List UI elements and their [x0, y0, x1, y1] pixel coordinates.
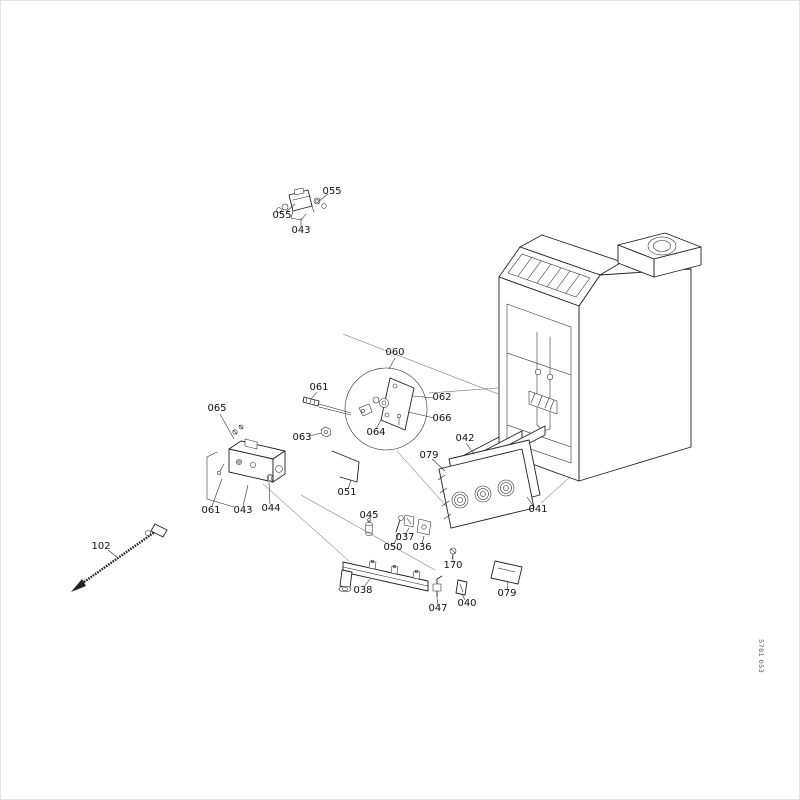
- clip-part: [403, 514, 415, 528]
- doc-number: 5781 053: [757, 639, 765, 673]
- flue-collar-icon: [647, 236, 677, 256]
- part-label-065: 065: [207, 403, 226, 414]
- part-label-041: 041: [528, 504, 547, 515]
- burner-port-icon: [451, 491, 469, 509]
- part-label-170: 170: [443, 560, 462, 571]
- flue-housing: [617, 232, 702, 278]
- bracket-079-part: [490, 560, 523, 585]
- part-label-060: 060: [385, 347, 404, 358]
- part-label-045: 045: [359, 510, 378, 521]
- part-label-079-burner: 079: [419, 450, 438, 461]
- part-label-061-injector: 061: [309, 382, 328, 393]
- pilot-valve-assembly: [276, 187, 327, 221]
- part-label-038: 038: [353, 585, 372, 596]
- part-label-102: 102: [91, 541, 110, 552]
- part-label-036: 036: [412, 542, 431, 553]
- part-label-055-pilot-left: 055: [272, 210, 291, 221]
- part-label-066: 066: [432, 413, 451, 424]
- burner-assembly: [437, 425, 546, 529]
- part-label-037: 037: [395, 532, 414, 543]
- support-bracket: [331, 450, 360, 483]
- valve-coil-icon: [244, 438, 258, 450]
- plate-part: [416, 518, 432, 536]
- part-label-051: 051: [337, 487, 356, 498]
- gas-valve-assembly: [206, 424, 286, 508]
- part-label-079-bracket: 079: [497, 588, 516, 599]
- burner-port-icon: [474, 485, 492, 503]
- part-label-047: 047: [428, 603, 447, 614]
- control-panel-window: [507, 253, 591, 298]
- part-labels: 055 055 043 060 061 062 066 063 064 065 …: [91, 186, 547, 614]
- screw-part: [395, 515, 404, 533]
- pilot-injector-icon: [358, 403, 373, 417]
- gas-manifold: [338, 559, 429, 593]
- part-label-061-valve: 061: [201, 505, 220, 516]
- arrowhead-icon: [71, 579, 86, 592]
- ignition-electrode-part: [432, 575, 443, 598]
- part-label-055-pilot-right: 055: [322, 186, 341, 197]
- pilot-detail-circle: [344, 367, 428, 451]
- pilot-tube-parts: [302, 396, 352, 438]
- part-label-062: 062: [432, 392, 451, 403]
- thermocouple-lead: [71, 523, 168, 592]
- sensor-part: [455, 579, 468, 596]
- manifold-injector-icon: [412, 570, 421, 580]
- part-label-044: 044: [261, 503, 280, 514]
- part-label-064: 064: [366, 427, 385, 438]
- valve-outlet-port-icon: [275, 465, 283, 473]
- burner-port-icon: [497, 479, 515, 497]
- boiler-cabinet: [498, 232, 702, 482]
- part-label-042: 042: [455, 433, 474, 444]
- manifold-injector-icon: [390, 565, 399, 575]
- part-label-040: 040: [457, 598, 476, 609]
- union-nut-icon: [320, 426, 332, 438]
- pilot-nut-icon: [281, 203, 289, 211]
- leader-lines: [107, 193, 535, 606]
- part-label-043-valve: 043: [233, 505, 252, 516]
- part-label-050: 050: [383, 542, 402, 553]
- part-label-043-pilot: 043: [291, 225, 310, 236]
- screw-170-part: [449, 547, 457, 560]
- boiler-interior: [506, 303, 572, 464]
- part-label-063: 063: [292, 432, 311, 443]
- manifold-injector-icon: [368, 560, 377, 570]
